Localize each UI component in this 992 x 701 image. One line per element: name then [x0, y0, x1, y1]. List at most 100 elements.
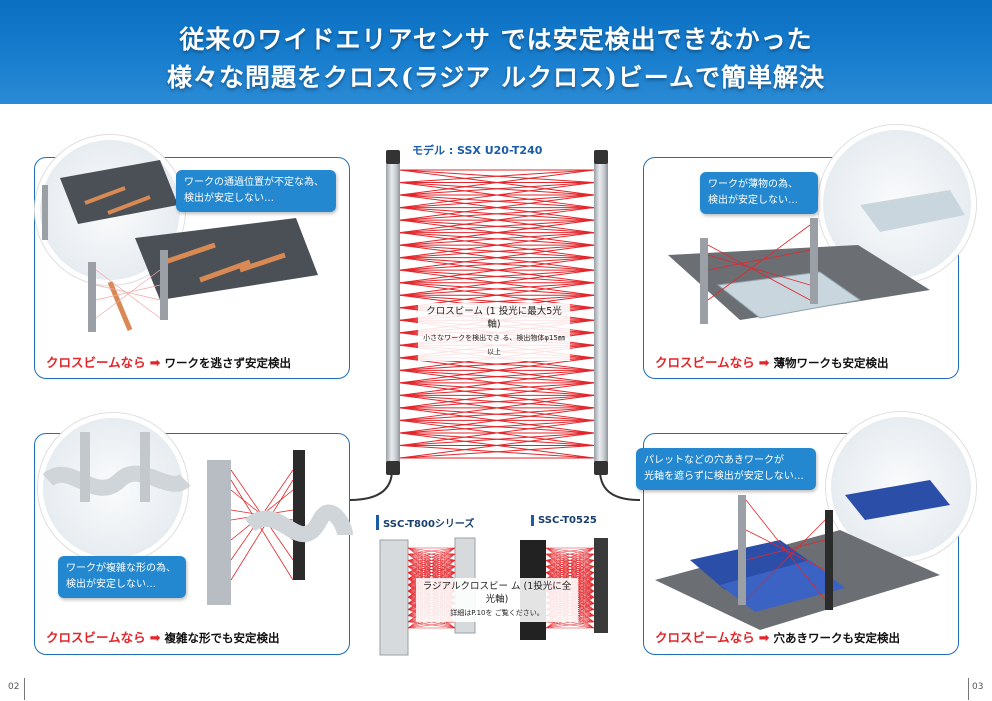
product-tag-t800: SSC-T800シリーズ — [376, 515, 474, 530]
beam-line — [399, 194, 595, 209]
beam-line — [399, 194, 595, 221]
beam-line — [399, 382, 595, 409]
page-number-left: 02 — [8, 682, 20, 692]
beam-line — [399, 219, 595, 246]
bubble-bottom-right: パレットなどの穴あきワークが 光軸を遮らずに検出が安定しない… — [636, 448, 816, 490]
radial-cross-note-sub: 詳細はP.10を ご覧ください。 — [450, 609, 544, 617]
arrow-right-icon: ➡ — [149, 631, 161, 646]
beam-line — [399, 257, 595, 271]
beam-line — [399, 407, 595, 421]
caption-red: クロスビームなら — [46, 630, 146, 645]
bubble-bottom-left: ワークが複雑な形の為、 検出が安定しない… — [58, 556, 186, 598]
beam-line — [399, 407, 595, 434]
conveyor-illustration-large — [88, 218, 318, 332]
beam-line — [399, 207, 595, 234]
beam-line — [399, 444, 595, 459]
conveyor-illustration-small — [42, 160, 178, 240]
caption-top-right: クロスビームなら➡薄物ワークも安定検出 — [655, 352, 889, 371]
receiver-pole — [594, 150, 608, 475]
bubble-line: 検出が安定しない… — [184, 193, 274, 204]
caption-top-left: クロスビームなら➡ワークを逃さず安定検出 — [46, 352, 291, 371]
caption-black: 複雑な形でも安定検出 — [164, 631, 280, 645]
bubble-line: 検出が安定しない… — [66, 579, 156, 590]
bubble-line: 光軸を遮らずに検出が安定しない… — [644, 471, 804, 482]
arrow-right-icon: ➡ — [758, 356, 770, 371]
complex-pipe-illustration — [42, 432, 353, 605]
beam-line — [399, 369, 595, 396]
beam-line — [399, 182, 595, 209]
beam-line — [407, 547, 456, 586]
beam-line — [399, 207, 595, 221]
beam-line — [399, 269, 595, 284]
beam-line — [399, 432, 595, 446]
title-line-1: 従来のワイドエリアセンサ では安定検出できなかった — [179, 25, 813, 54]
beam-line — [407, 547, 456, 579]
beam-line — [399, 432, 595, 459]
caption-black: ワークを逃さず安定検出 — [164, 356, 292, 370]
beam-line — [399, 369, 595, 384]
beam-line — [545, 547, 595, 567]
radial-cross-note-title: ラジアルクロスビー ム (1投光に全光軸) — [422, 581, 572, 605]
beam-line — [399, 169, 595, 184]
beam-line — [399, 357, 595, 384]
cross-beam-note-sub: 小さなワークを検出でき る、検出物体φ15㎜以上 — [423, 334, 565, 356]
bubble-line: ワークが複雑な形の為、 — [66, 563, 176, 574]
beam-line — [407, 553, 456, 592]
beam-line — [399, 257, 595, 284]
bubble-line: パレットなどの穴あきワークが — [644, 455, 784, 466]
pallet-illustration — [655, 480, 950, 630]
page-number-right: 03 — [972, 682, 984, 692]
beam-line — [399, 282, 595, 296]
beam-line — [399, 232, 595, 259]
header-banner: 従来のワイドエリアセンサ では安定検出できなかった 様々な問題をクロス(ラジア … — [0, 0, 992, 104]
bubble-line: 検出が安定しない… — [708, 195, 798, 206]
radial-cross-note: ラジアルクロスビー ム (1投光に全光軸) 詳細はP.10を ご覧ください。 — [416, 578, 578, 622]
beam-line — [399, 382, 595, 396]
thin-plate-illustration — [668, 190, 965, 324]
beam-line — [545, 547, 595, 561]
model-label: モデル : SSX U20-T240 — [412, 144, 543, 157]
beam-line — [399, 269, 595, 296]
beam-line — [399, 419, 595, 446]
page-divider-left — [24, 678, 25, 700]
beam-line — [399, 394, 595, 409]
arrow-right-icon: ➡ — [149, 356, 161, 371]
beam-line — [545, 547, 595, 579]
emitter-pole — [386, 150, 400, 475]
caption-bottom-right: クロスビームなら➡穴あきワークも安定検出 — [655, 627, 900, 646]
product-tag-t0525: SSC-T0525 — [531, 515, 597, 526]
beam-line — [545, 621, 595, 629]
caption-red: クロスビームなら — [655, 355, 755, 370]
beam-line — [399, 182, 595, 196]
beam-line — [545, 547, 595, 555]
caption-black: 穴あきワークも安定検出 — [773, 631, 901, 645]
caption-red: クロスビームなら — [655, 630, 755, 645]
bubble-top-left: ワークの通過位置が不定な為、 検出が安定しない… — [176, 170, 336, 212]
title-line-2: 様々な問題をクロス(ラジア ルクロス)ビームで簡単解決 — [166, 63, 826, 92]
beam-line — [399, 419, 595, 434]
beam-line — [407, 553, 456, 586]
beam-line — [407, 547, 456, 567]
bubble-top-right: ワークが薄物の為、 検出が安定しない… — [700, 172, 818, 214]
beam-line — [399, 244, 595, 259]
beam-line — [399, 219, 595, 234]
beam-line — [399, 232, 595, 246]
beam-line — [407, 547, 456, 561]
caption-bottom-left: クロスビームなら➡複雑な形でも安定検出 — [46, 627, 280, 646]
beam-line — [399, 394, 595, 421]
beam-line — [407, 621, 456, 629]
beam-line — [399, 244, 595, 271]
cross-beam-note: クロスビーム (1 投光に最大5光軸) 小さなワークを検出でき る、検出物体φ1… — [418, 303, 570, 361]
beam-line — [407, 560, 456, 592]
beam-line — [399, 169, 595, 196]
beam-line — [407, 547, 456, 555]
arrow-right-icon: ➡ — [758, 631, 770, 646]
caption-red: クロスビームなら — [46, 355, 146, 370]
beam-line — [545, 547, 595, 573]
caption-black: 薄物ワークも安定検出 — [773, 356, 889, 370]
page-divider-right — [968, 678, 969, 700]
beam-line — [407, 547, 456, 573]
bubble-line: ワークの通過位置が不定な為、 — [184, 177, 324, 188]
bubble-line: ワークが薄物の為、 — [708, 179, 798, 190]
